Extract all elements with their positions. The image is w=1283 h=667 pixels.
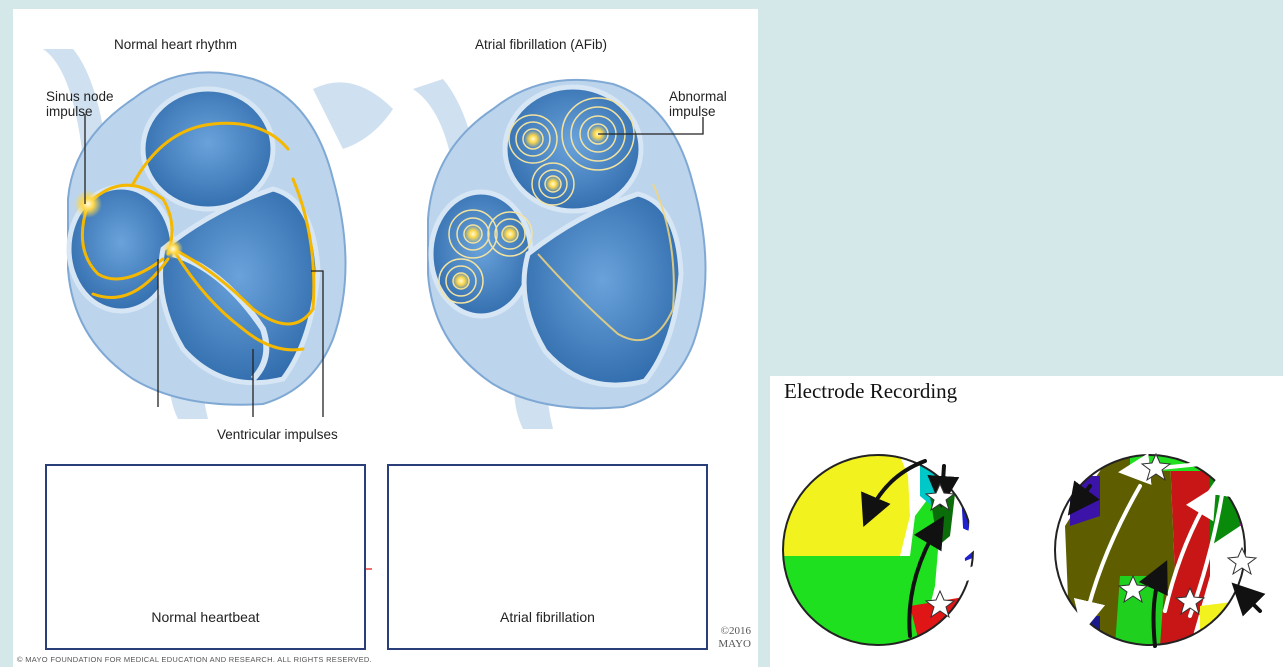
abnormal-impulse-label: Abnormal impulse [669, 89, 727, 119]
afib-heart [413, 79, 706, 429]
electrode-map-1 [770, 446, 990, 666]
electrode-recording-panel: Electrode Recording [770, 376, 1283, 667]
afib-ecg-box: Atrial fibrillation [387, 464, 708, 650]
copyright-mark: ©2016 MAYO [703, 625, 751, 651]
normal-ecg-box: Normal heartbeat [45, 464, 366, 650]
electrode-map-2 [1040, 446, 1260, 666]
sinus-node-label: Sinus node impulse [46, 89, 114, 119]
ventricular-impulses-label: Ventricular impulses [217, 427, 338, 442]
footer-notice: © MAYO FOUNDATION FOR MEDICAL EDUCATION … [17, 655, 372, 664]
heart-diagram-panel: Normal heart rhythm Atrial fibrillation … [13, 9, 758, 667]
afib-title: Atrial fibrillation (AFib) [475, 37, 607, 52]
normal-rhythm-title: Normal heart rhythm [114, 37, 237, 52]
electrode-maps [770, 376, 1283, 667]
afib-ecg-caption: Atrial fibrillation [389, 609, 706, 625]
normal-ecg-caption: Normal heartbeat [47, 609, 364, 625]
